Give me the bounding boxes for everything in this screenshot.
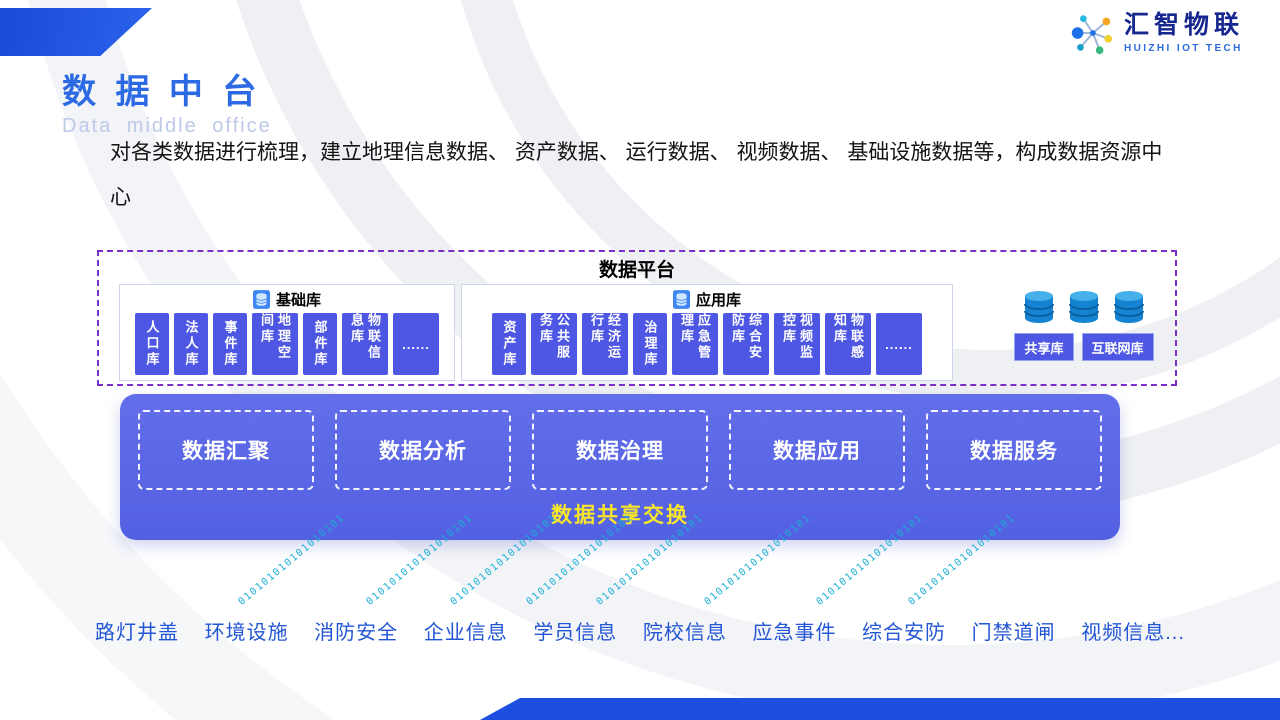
module-box: 数据治理 bbox=[532, 410, 708, 490]
database-cylinder-icon bbox=[1069, 291, 1099, 323]
logo-network-icon bbox=[1071, 15, 1113, 55]
share-library-group: 共享库 互联网库 bbox=[1005, 290, 1163, 361]
db-box: 物联感知库 bbox=[825, 313, 871, 375]
bottom-ribbon bbox=[480, 698, 1280, 720]
database-cylinder-icon bbox=[1024, 291, 1054, 323]
app-group-items: 资产库 公共服务库 经济运行库 治理库 应急管理库 综合安防库 视频监控库 物联… bbox=[462, 313, 952, 375]
db-box-more: ...... bbox=[393, 313, 439, 375]
source-label: 视频信息... bbox=[1081, 622, 1185, 644]
data-source-labels: 路灯井盖 环境设施 消防安全 企业信息 学员信息 院校信息 应急事件 综合安防 … bbox=[95, 616, 1185, 645]
source-label: 企业信息 bbox=[423, 622, 508, 644]
db-box: 治理库 bbox=[633, 313, 667, 375]
top-left-ribbon bbox=[0, 8, 152, 56]
db-box: 资产库 bbox=[492, 313, 526, 375]
db-box: 应急管理库 bbox=[672, 313, 718, 375]
module-row: 数据汇聚 数据分析 数据治理 数据应用 数据服务 bbox=[120, 394, 1120, 490]
source-label: 院校信息 bbox=[642, 622, 727, 644]
db-box: 物联信息库 bbox=[342, 313, 388, 375]
database-icon bbox=[672, 289, 690, 309]
base-group-items: 人口库 法人库 事件库 地理空间库 部件库 物联信息库 ...... bbox=[120, 313, 454, 375]
app-group-label: 应用库 bbox=[695, 291, 741, 309]
base-group-label: 基础库 bbox=[275, 291, 321, 309]
intro-text: 对各类数据进行梳理，建立地理信息数据、 资产数据、 运行数据、 视频数据、 基础… bbox=[110, 141, 1163, 210]
db-box: 综合安防库 bbox=[723, 313, 769, 375]
source-label: 消防安全 bbox=[314, 622, 399, 644]
internet-db-box: 互联网库 bbox=[1081, 333, 1154, 361]
logo-name: 汇智物联 bbox=[1123, 11, 1244, 40]
source-label: 综合安防 bbox=[862, 622, 947, 644]
source-label: 学员信息 bbox=[533, 622, 618, 644]
platform-title: 数据平台 bbox=[598, 260, 675, 281]
db-box: 事件库 bbox=[213, 313, 247, 375]
title-block: 数 据 中 台 Data middle office bbox=[62, 64, 272, 138]
database-icon bbox=[252, 289, 270, 309]
data-platform-box: 数据平台 基础库 人口库 法人库 事件库 地理空间库 部件库 物联信息库 bbox=[97, 250, 1177, 386]
base-library-group: 基础库 人口库 法人库 事件库 地理空间库 部件库 物联信息库 ...... bbox=[119, 284, 455, 381]
app-group-header: 应用库 bbox=[462, 285, 952, 313]
base-group-header: 基础库 bbox=[120, 285, 454, 313]
db-box: 人口库 bbox=[135, 313, 169, 375]
db-box: 部件库 bbox=[303, 313, 337, 375]
database-cylinder-icon bbox=[1114, 291, 1144, 323]
module-box: 数据应用 bbox=[729, 410, 905, 490]
db-box: 公共服务库 bbox=[531, 313, 577, 375]
share-boxes: 共享库 互联网库 bbox=[1005, 333, 1163, 361]
app-library-group: 应用库 资产库 公共服务库 经济运行库 治理库 应急管理库 综合安防库 视频监控… bbox=[461, 284, 953, 381]
db-box-more: ...... bbox=[876, 313, 922, 375]
db-box: 地理空间库 bbox=[252, 313, 298, 375]
source-label: 路灯井盖 bbox=[95, 622, 179, 644]
module-box: 数据分析 bbox=[335, 410, 511, 490]
db-box: 经济运行库 bbox=[582, 313, 628, 375]
module-box: 数据服务 bbox=[926, 410, 1102, 490]
module-box: 数据汇聚 bbox=[138, 410, 314, 490]
database-cylinders bbox=[1005, 290, 1163, 324]
db-box: 法人库 bbox=[174, 313, 208, 375]
logo-subtitle: HUIZHI IOT TECH bbox=[1123, 42, 1243, 54]
source-label: 门禁道闸 bbox=[971, 622, 1056, 644]
source-label: 应急事件 bbox=[752, 622, 837, 644]
data-exchange-label: 数据共享交换 bbox=[551, 504, 689, 527]
db-box: 视频监控库 bbox=[774, 313, 820, 375]
logo-text: 汇智物联 HUIZHI IOT TECH bbox=[1124, 12, 1244, 54]
logo: 汇智物联 HUIZHI IOT TECH bbox=[1068, 10, 1244, 56]
middle-office-container: 数据汇聚 数据分析 数据治理 数据应用 数据服务 数据共享交换 bbox=[120, 394, 1120, 540]
source-label: 环境设施 bbox=[204, 622, 289, 644]
share-db-box: 共享库 bbox=[1014, 333, 1074, 361]
page-title: 数 据 中 台 bbox=[62, 73, 262, 111]
page-subtitle: Data middle office bbox=[62, 115, 272, 137]
